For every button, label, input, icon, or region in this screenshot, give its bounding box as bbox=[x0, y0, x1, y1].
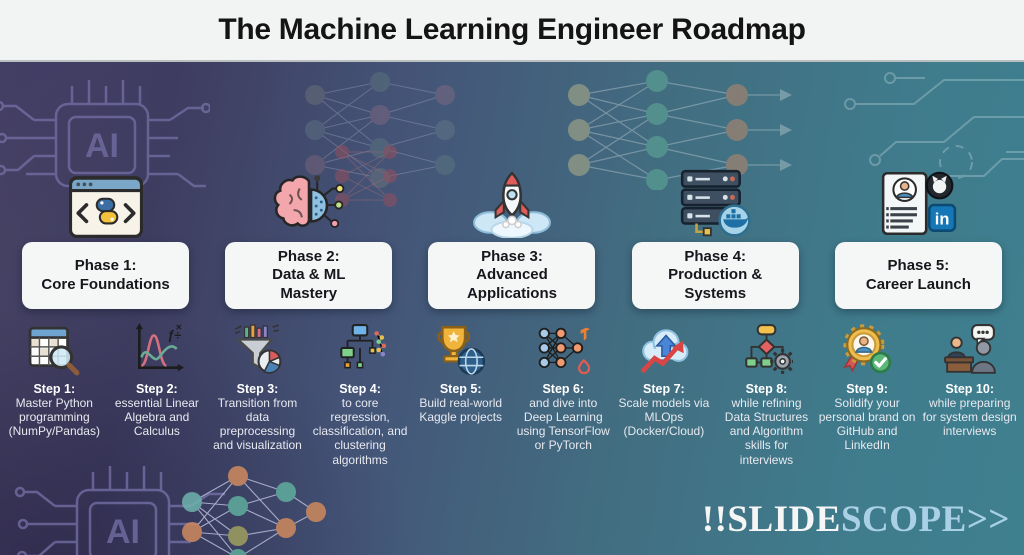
trophy-globe-icon bbox=[436, 325, 485, 376]
math-graph-icon: ƒ÷ × bbox=[135, 323, 184, 372]
step-label: Step 1: bbox=[33, 382, 76, 396]
step-item-8: Step 8: while refining Data Structures a… bbox=[716, 322, 817, 467]
phase-column-3: Phase 3: Advanced Applications bbox=[410, 156, 613, 555]
phase-subtitle: Production & Systems bbox=[668, 266, 763, 302]
step-label: Step 6: bbox=[542, 382, 585, 396]
phase-card-3: Phase 3: Advanced Applications bbox=[428, 242, 596, 309]
phase-title: Phase 1: bbox=[74, 257, 137, 275]
step-text: Scale models via MLOps (Docker/Cloud) bbox=[618, 396, 710, 439]
phase-column-1: Phase 1: Core Foundations bbox=[4, 156, 207, 555]
header: The Machine Learning Engineer Roadmap bbox=[0, 0, 1024, 62]
phase-subtitle: Advanced Applications bbox=[466, 266, 557, 302]
step-text: to core regression, classification, and … bbox=[312, 396, 408, 467]
spreadsheet-magnifier-icon bbox=[29, 326, 80, 376]
step-text: and dive into Deep Learning using Tensor… bbox=[516, 396, 610, 453]
badge-checkmark-icon bbox=[843, 324, 892, 374]
neural-network-frameworks-icon bbox=[538, 327, 591, 375]
step-item-7: Step 7: Scale models via MLOps (Docker/C… bbox=[614, 322, 715, 467]
phase-subtitle: Core Foundations bbox=[41, 275, 170, 293]
step-text: while refining Data Structures and Algor… bbox=[724, 396, 809, 467]
logo-suffix: SCOPE>> bbox=[840, 499, 1010, 540]
step-label: Step 3: bbox=[236, 382, 279, 396]
step-label: Step 5: bbox=[439, 382, 482, 396]
phase-title: Phase 3: bbox=[481, 248, 543, 266]
phase-column-2: Phase 2: Data & ML Mastery bbox=[207, 156, 410, 555]
step-item-4: Step 4: to core regression, classificati… bbox=[310, 322, 411, 467]
phase-subtitle: Data & ML Mastery bbox=[272, 266, 346, 302]
step-label: Step 7: bbox=[643, 382, 685, 396]
step-text: Build real-world Kaggle projects bbox=[419, 396, 503, 425]
math-symbol-x: × bbox=[176, 323, 182, 333]
resume-github-linkedin-icon: in bbox=[882, 171, 957, 236]
step-label: Step 10: bbox=[945, 382, 994, 396]
phase-title: Phase 4: bbox=[684, 248, 747, 266]
brain-chip-icon bbox=[273, 175, 345, 229]
phase-column-4: Phase 4: Production & Systems bbox=[614, 156, 817, 555]
step-item-3: Step 3: Transition from data preprocessi… bbox=[207, 322, 308, 467]
slidescope-logo: !!SLIDESCOPE>> bbox=[702, 498, 1010, 541]
step-item-6: Step 6: and dive into Deep Learning usin… bbox=[513, 322, 614, 453]
step-text: essential Linear Algebra and Calculus bbox=[114, 396, 199, 439]
phase-card-1: Phase 1: Core Foundations bbox=[22, 242, 190, 309]
step-text: while preparing for system design interv… bbox=[922, 396, 1017, 439]
interview-chat-icon bbox=[943, 324, 996, 374]
decision-tree-cluster-icon bbox=[340, 324, 387, 369]
math-symbol-f: ƒ÷ bbox=[167, 329, 181, 343]
step-label: Step 2: bbox=[136, 382, 178, 396]
step-item-1: Step 1: Master Python programming (NumPy… bbox=[4, 322, 105, 438]
step-item-9: Step 9: Solidify your personal brand on … bbox=[817, 322, 918, 453]
python-code-window-icon bbox=[68, 176, 143, 238]
step-text: Master Python programming (NumPy/Pandas) bbox=[8, 396, 100, 439]
phase-card-2: Phase 2: Data & ML Mastery bbox=[225, 242, 393, 309]
funnel-pie-chart-icon bbox=[235, 324, 282, 374]
step-text: Transition from data preprocessing and v… bbox=[213, 396, 302, 453]
phase-card-4: Phase 4: Production & Systems bbox=[631, 242, 799, 309]
step-item-2: ƒ÷ × Step 2: essential Linear Algebra an… bbox=[107, 322, 208, 438]
phase-card-5: Phase 5: Career Launch bbox=[834, 242, 1002, 309]
phase-title: Phase 5: bbox=[887, 257, 950, 275]
step-item-10: Step 10: while preparing for system desi… bbox=[919, 322, 1020, 453]
phase-column-5: in Phase 5: Career Launch bbox=[817, 156, 1020, 555]
server-docker-icon bbox=[681, 169, 751, 237]
phase-subtitle: Career Launch bbox=[865, 275, 971, 293]
page-title: The Machine Learning Engineer Roadmap bbox=[218, 13, 806, 46]
step-item-5: Step 5: Build real-world Kaggle projects bbox=[410, 322, 511, 453]
phase-title: Phase 2: bbox=[277, 248, 340, 266]
flowchart-gear-icon bbox=[745, 324, 794, 374]
step-label: Step 9: bbox=[846, 382, 888, 396]
cloud-upload-growth-icon bbox=[640, 329, 689, 374]
step-text: Solidify your personal brand on GitHub a… bbox=[818, 396, 916, 453]
linkedin-in-text: in bbox=[935, 211, 950, 229]
roadmap-canvas: AI AI bbox=[0, 62, 1024, 555]
logo-prefix: !!SLIDE bbox=[701, 499, 841, 540]
step-label: Step 8: bbox=[745, 382, 788, 396]
phases-grid: Phase 1: Core Foundations bbox=[0, 62, 1024, 555]
step-label: Step 4: bbox=[339, 382, 381, 396]
rocket-launch-icon bbox=[473, 171, 551, 238]
